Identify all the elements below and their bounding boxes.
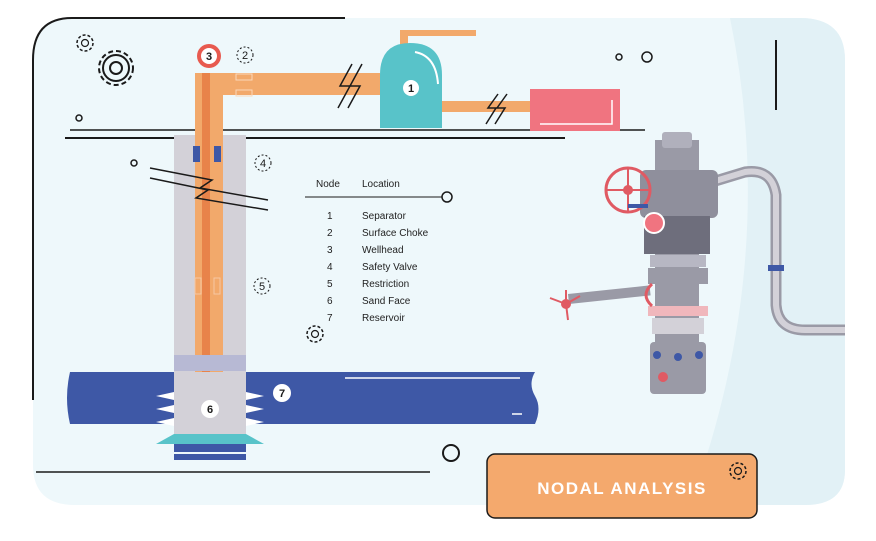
well-base-plate xyxy=(174,444,246,452)
marker-7: 7 xyxy=(273,384,291,402)
choke-marker xyxy=(235,89,253,97)
title: NODAL ANALYSIS xyxy=(537,479,707,498)
pipe-to-tank xyxy=(438,101,530,112)
perforations-left xyxy=(156,392,174,426)
casing-bottom-band xyxy=(174,355,246,371)
flowline-coupling xyxy=(768,265,784,271)
bolt xyxy=(695,351,703,359)
pipe-break xyxy=(494,93,508,125)
marker-1-label: 1 xyxy=(408,83,414,95)
gear-icon xyxy=(306,325,324,343)
separator-highlight xyxy=(414,51,439,85)
tree-body xyxy=(640,170,718,218)
deco-circle xyxy=(641,51,653,63)
legend-header-node: Node xyxy=(316,179,340,190)
bolt xyxy=(653,351,661,359)
deco-circle xyxy=(130,159,138,167)
gear-icon xyxy=(98,50,134,86)
tree-cap xyxy=(662,132,692,148)
legend-row-location: Wellhead xyxy=(362,245,404,256)
pipe-break xyxy=(485,93,499,125)
bolt xyxy=(674,353,682,361)
deco-circle xyxy=(615,53,623,61)
marker-2-label: 2 xyxy=(242,50,248,62)
well-break xyxy=(149,177,269,211)
well-break xyxy=(149,167,269,201)
marker-3-label: 3 xyxy=(206,51,212,63)
marker-3: 3 xyxy=(197,44,221,68)
christmas-tree xyxy=(549,132,845,394)
valve-handle-blue xyxy=(628,204,648,208)
legend-row-location: Safety Valve xyxy=(362,262,418,273)
marker-4: 4 xyxy=(254,154,272,172)
marker-6: 6 xyxy=(201,400,219,418)
legend-row-location: Surface Choke xyxy=(362,228,429,239)
legend-row-node: 3 xyxy=(327,245,333,256)
legend-row-node: 5 xyxy=(327,279,333,290)
tree-flange xyxy=(648,268,708,284)
reservoir xyxy=(67,372,539,424)
perforations-right xyxy=(246,392,264,426)
choke-marker xyxy=(235,73,253,81)
legend-row-node: 4 xyxy=(327,262,333,273)
legend: Node Location 1 Separator 2 Surface Chok… xyxy=(305,179,453,324)
packer xyxy=(214,146,221,162)
legend-row-node: 1 xyxy=(327,211,333,222)
packer xyxy=(193,146,200,162)
legend-row-node: 2 xyxy=(327,228,333,239)
marker-7-label: 7 xyxy=(279,388,285,400)
title-box xyxy=(486,453,758,519)
gauge xyxy=(643,212,665,234)
legend-divider-end xyxy=(441,191,453,203)
lower-valve-red xyxy=(644,282,654,308)
marker-6-label: 6 xyxy=(207,404,213,416)
legend-row-node: 7 xyxy=(327,313,333,324)
pipe-break xyxy=(347,63,363,109)
restriction-marker xyxy=(213,277,221,295)
tree-flange xyxy=(650,255,706,267)
deco-circle xyxy=(75,114,83,122)
separator-outlet-pipe xyxy=(400,30,476,48)
tank-highlight xyxy=(540,100,613,125)
side-valve-wheel xyxy=(549,290,581,321)
legend-row-node: 6 xyxy=(327,296,333,307)
tubing-inner xyxy=(202,73,210,373)
tree-lower-body xyxy=(650,342,706,394)
well-base xyxy=(156,434,264,444)
frame-border xyxy=(32,17,345,400)
legend-row-location: Reservoir xyxy=(362,313,405,324)
bolt-red xyxy=(658,372,668,382)
marker-2: 2 xyxy=(236,46,254,64)
legend-row-location: Sand Face xyxy=(362,296,411,307)
restriction-marker xyxy=(194,277,202,295)
legend-header-location: Location xyxy=(362,179,400,190)
pipe-break xyxy=(337,63,353,109)
gear-icon xyxy=(729,462,747,480)
background-highlight xyxy=(690,18,845,505)
flowline-shade xyxy=(711,168,845,333)
gear-icon xyxy=(76,34,94,52)
well-base-plate xyxy=(174,454,246,460)
marker-5-label: 5 xyxy=(259,281,265,293)
legend-row-location: Separator xyxy=(362,211,407,222)
marker-1: 1 xyxy=(403,80,419,96)
tree-flange-red xyxy=(648,306,708,316)
legend-row-location: Restriction xyxy=(362,279,409,290)
marker-4-label: 4 xyxy=(260,158,266,170)
side-outlet xyxy=(568,285,651,304)
tree-flange xyxy=(652,318,704,334)
marker-5: 5 xyxy=(253,277,271,295)
deco-circle xyxy=(442,444,460,462)
